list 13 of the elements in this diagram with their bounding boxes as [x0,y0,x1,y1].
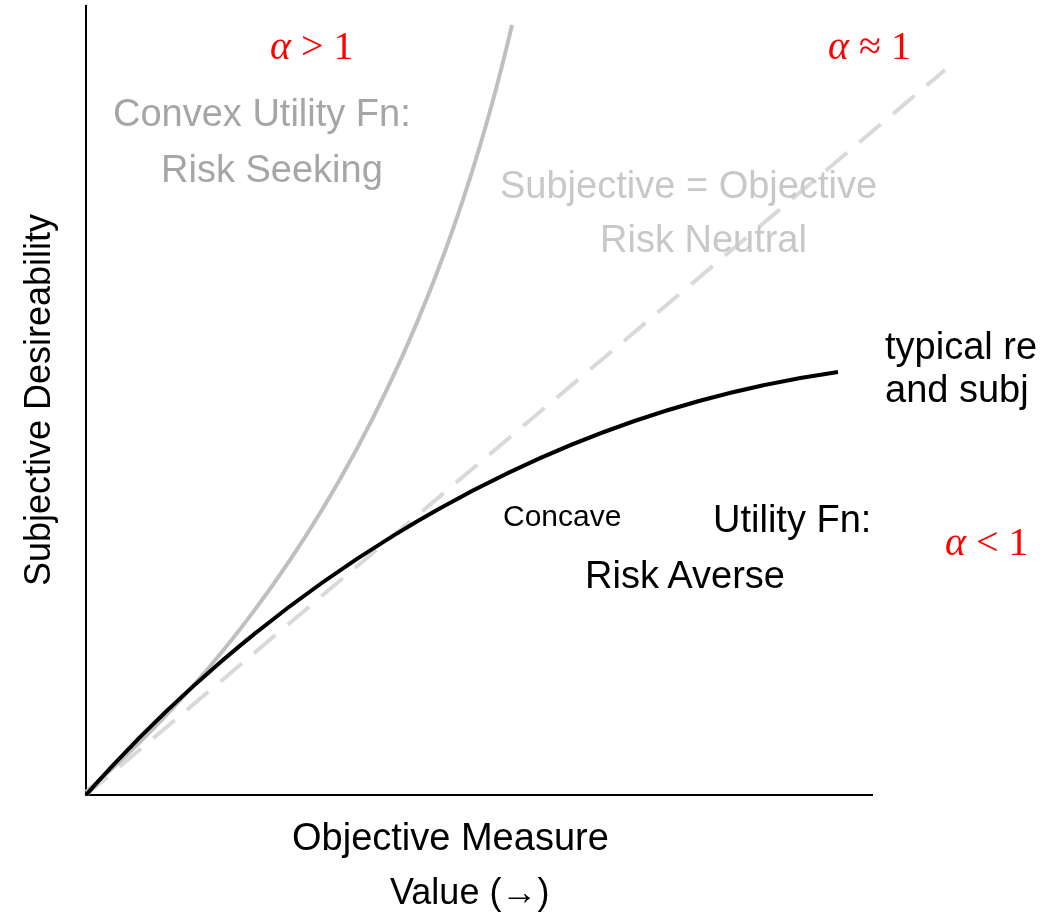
axis-title: Subjective Desireability [20,213,57,587]
curve-label: Risk Seeking [161,150,383,188]
curve-label: Utility Fn: [713,500,872,538]
curve-label: Convex Utility Fn: [113,94,411,132]
note-text: typical re [885,327,1038,365]
alpha-label: α > 1 [270,26,354,66]
curve-label: Risk Averse [585,556,785,594]
axis-title: Objective Measure [292,818,609,856]
alpha-label: α < 1 [945,522,1029,562]
curve-label: Concave [503,501,622,531]
alpha-label: α ≈ 1 [828,26,911,66]
note-text: and subj [885,370,1029,408]
axis-title: Value (→) [390,874,550,910]
